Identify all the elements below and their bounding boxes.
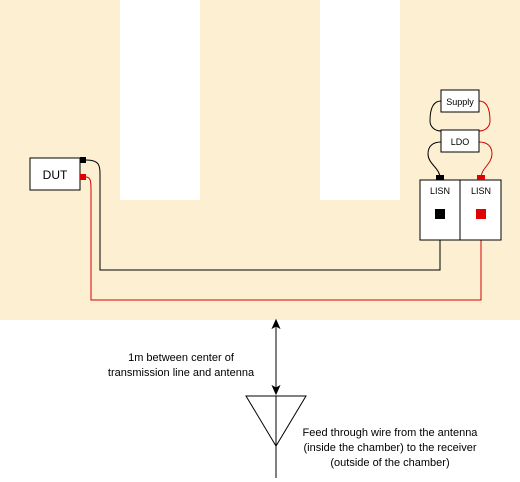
lisn-right-label: LISN	[471, 186, 491, 196]
ldo-label: LDO	[451, 137, 470, 147]
lisn-left-terminal	[435, 209, 445, 219]
feed-label-line3: (outside of the chamber)	[330, 457, 449, 469]
ldo-box	[440, 129, 480, 153]
lisn-left-top-connector	[436, 175, 444, 180]
feed-label-line2: (inside the chamber) to the receiver	[303, 442, 476, 454]
lisn-right-top-connector	[477, 175, 485, 180]
red-wire-dut-to-lisn	[85, 176, 482, 301]
red-wire-lisn-to-ldo	[478, 141, 493, 179]
dut-black-terminal	[80, 157, 86, 163]
antenna-icon	[245, 395, 307, 478]
lisn-right-terminal	[476, 209, 486, 219]
chamber-region	[0, 0, 520, 320]
feed-label-line1: Feed through wire from the antenna	[303, 427, 479, 439]
dut-label: DUT	[43, 168, 68, 182]
red-wire-supply-to-ldo	[478, 100, 491, 132]
dut-red-terminal	[80, 174, 86, 180]
distance-label-line2: transmission line and antenna	[108, 367, 255, 379]
black-wire-dut-to-lisn	[85, 159, 441, 271]
black-wire-supply-to-ldo	[429, 100, 442, 132]
black-wire-lisn-to-ldo	[427, 141, 442, 179]
supply-label: Supply	[446, 97, 474, 107]
lisn-left-label: LISN	[430, 186, 450, 196]
double-arrow-icon	[271, 318, 281, 396]
supply-box	[440, 89, 480, 113]
distance-label-line1: 1m between center of	[128, 352, 235, 364]
dut-box	[29, 157, 81, 191]
